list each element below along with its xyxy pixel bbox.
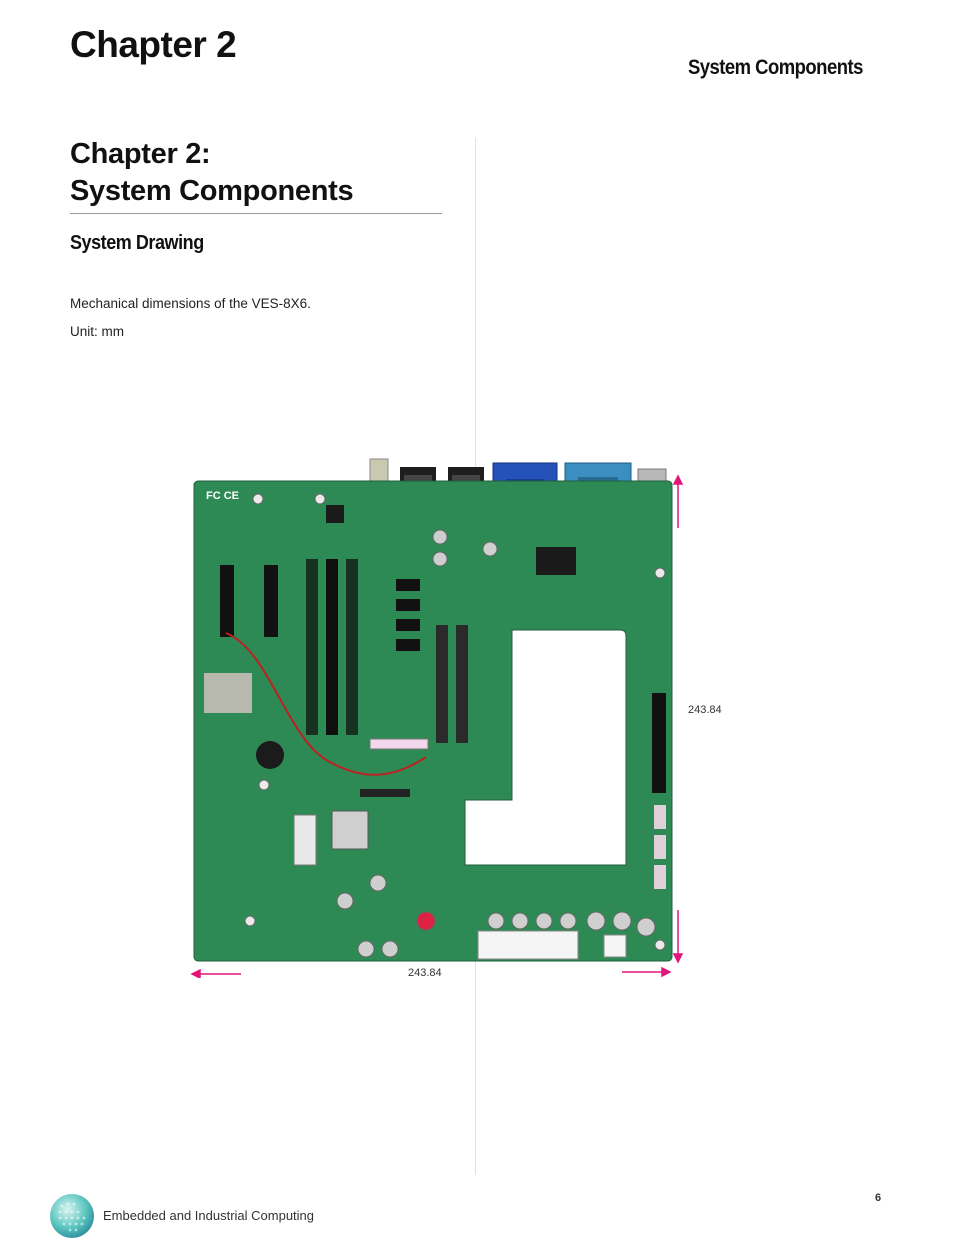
chapter-title: Chapter 2: System Components: [70, 136, 442, 214]
capacitor: [511, 912, 529, 930]
capacitor: [586, 911, 606, 931]
capacitor: [636, 917, 656, 937]
capacitor: [487, 912, 505, 930]
chapter-heading: Chapter 2: [70, 24, 237, 65]
header-connector: [360, 789, 410, 797]
height-arrowhead-bottom: [672, 953, 684, 964]
fan-header-2: [654, 835, 666, 859]
capacitor: [535, 912, 553, 930]
capacitor: [416, 911, 436, 931]
capacitor: [357, 940, 375, 958]
chapter-title-line-2: System Components: [70, 175, 354, 207]
mounting-hole: [258, 779, 270, 791]
chip-main: [536, 547, 576, 575]
sata-connector-1: [396, 579, 420, 591]
capacitor: [482, 541, 498, 557]
height-arrowhead-top: [672, 474, 684, 485]
width-dimension-label: 243.84: [408, 967, 442, 979]
dimension-arrows: [190, 474, 684, 978]
label-sticker: [204, 673, 252, 713]
width-arrowhead-left: [190, 968, 201, 978]
capacitor: [612, 911, 632, 931]
motherboard-drawing: FC CE: [193, 458, 673, 962]
capacitor: [369, 874, 387, 892]
section-heading: System Drawing: [70, 232, 204, 254]
sata-connector-2: [396, 599, 420, 611]
width-arrowhead-right: [661, 966, 672, 978]
cmos-battery: [256, 741, 284, 769]
page-number: 6: [875, 1192, 882, 1204]
pcie-slot-2: [264, 565, 278, 637]
certification-marking: FC CE: [206, 490, 239, 502]
dimm-slot-3: [346, 559, 358, 735]
mounting-hole: [252, 493, 264, 505]
mounting-hole: [244, 915, 256, 927]
capacitor: [432, 551, 448, 567]
pcie-slot-1: [220, 565, 234, 637]
fan-header-3: [654, 865, 666, 889]
sata-connector-3: [396, 619, 420, 631]
height-dimension-label: 243.84: [688, 704, 722, 716]
capacitor: [432, 529, 448, 545]
board-cutout: [464, 629, 627, 866]
pci-slot-2: [456, 625, 468, 743]
footer-company-text: Embedded and Industrial Computing: [103, 1208, 315, 1223]
mounting-hole: [654, 939, 666, 951]
mounting-hole: [314, 493, 326, 505]
atx-12v-connector: [603, 934, 627, 958]
cpu-socket: [331, 810, 369, 850]
ide-header: [652, 693, 666, 793]
description-paragraph: Mechanical dimensions of the VES-8X6.: [70, 296, 311, 311]
dimm-slot-2: [326, 559, 338, 735]
atx-power-connector: [477, 930, 579, 960]
pci-slot-1: [436, 625, 448, 743]
capacitor: [336, 892, 354, 910]
unit-paragraph: Unit: mm: [70, 324, 124, 339]
fan-header-1: [654, 805, 666, 829]
capacitor: [559, 912, 577, 930]
sata-connector-4: [396, 639, 420, 651]
chapter-title-line-1: Chapter 2:: [70, 138, 211, 170]
capacitor: [381, 940, 399, 958]
chip-small-1: [326, 505, 344, 523]
dimm-slot-1: [306, 559, 318, 735]
mounting-hole: [654, 567, 666, 579]
lvds-connector: [369, 738, 429, 750]
company-logo: [50, 1194, 94, 1238]
running-title: System Components: [688, 56, 863, 79]
cable: [225, 632, 427, 776]
mini-pcie-slot: [293, 814, 317, 866]
